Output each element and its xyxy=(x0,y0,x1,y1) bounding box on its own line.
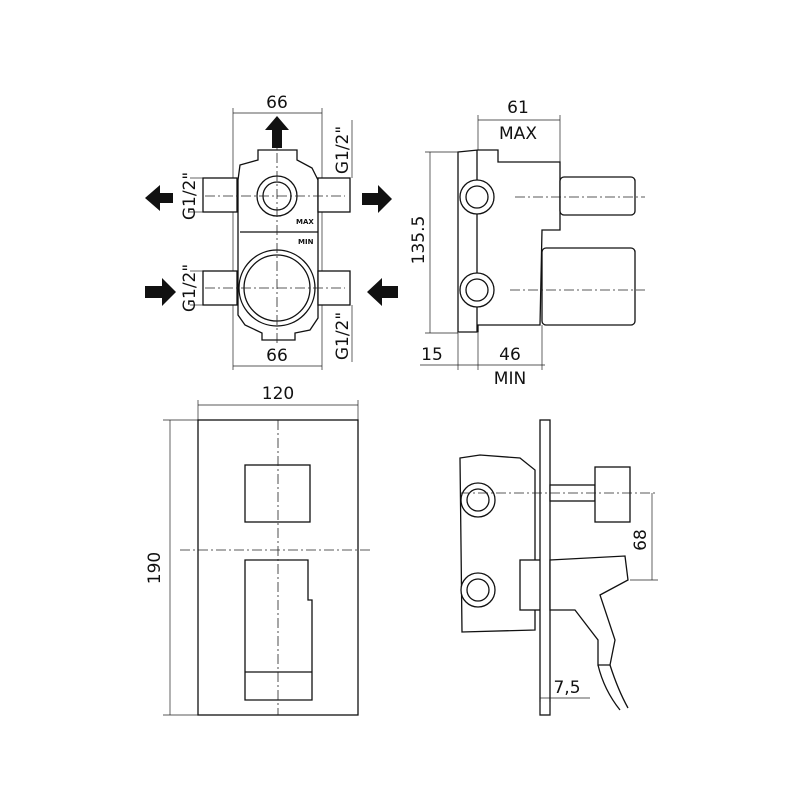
min-depth-caption: MIN xyxy=(494,369,526,389)
max-depth-caption: MAX xyxy=(499,124,537,144)
handle-offset-label: 68 xyxy=(631,529,651,551)
thread-left-bottom-label: G1/2" xyxy=(180,264,200,312)
bottom-width-label: 66 xyxy=(266,346,288,366)
plate-thickness-label: 7,5 xyxy=(553,678,580,698)
outlet-left-arrow-icon xyxy=(145,185,173,211)
height-label: 135.5 xyxy=(409,216,429,265)
plate-height-label: 190 xyxy=(145,552,165,584)
side-valve-view: 61 MAX 135.5 15 46 MIN xyxy=(409,98,645,389)
inlet-right-arrow-icon xyxy=(367,278,398,306)
flange-label: 15 xyxy=(421,345,443,365)
thread-left-top-label: G1/2" xyxy=(180,172,200,220)
plate-width-label: 120 xyxy=(262,384,294,404)
min-mark: MIN xyxy=(298,238,314,246)
outlet-right-arrow-icon xyxy=(362,185,392,213)
thread-right-top-label: G1/2" xyxy=(333,126,353,174)
max-depth-label: 61 xyxy=(507,98,529,118)
thread-right-bottom-label: G1/2" xyxy=(333,312,353,360)
front-valve-view: 66 MAX MIN G1/2" G1/2" G1/2" G1/2" 66 xyxy=(145,93,398,370)
front-plate-view: 120 190 xyxy=(145,384,372,716)
max-mark: MAX xyxy=(296,218,314,226)
min-depth-label: 46 xyxy=(499,345,521,365)
outlet-up-arrow-icon xyxy=(265,116,289,148)
side-assembly-view: 68 7,5 xyxy=(459,419,658,716)
top-width-label: 66 xyxy=(266,93,288,113)
inlet-left-arrow-icon xyxy=(145,278,176,306)
